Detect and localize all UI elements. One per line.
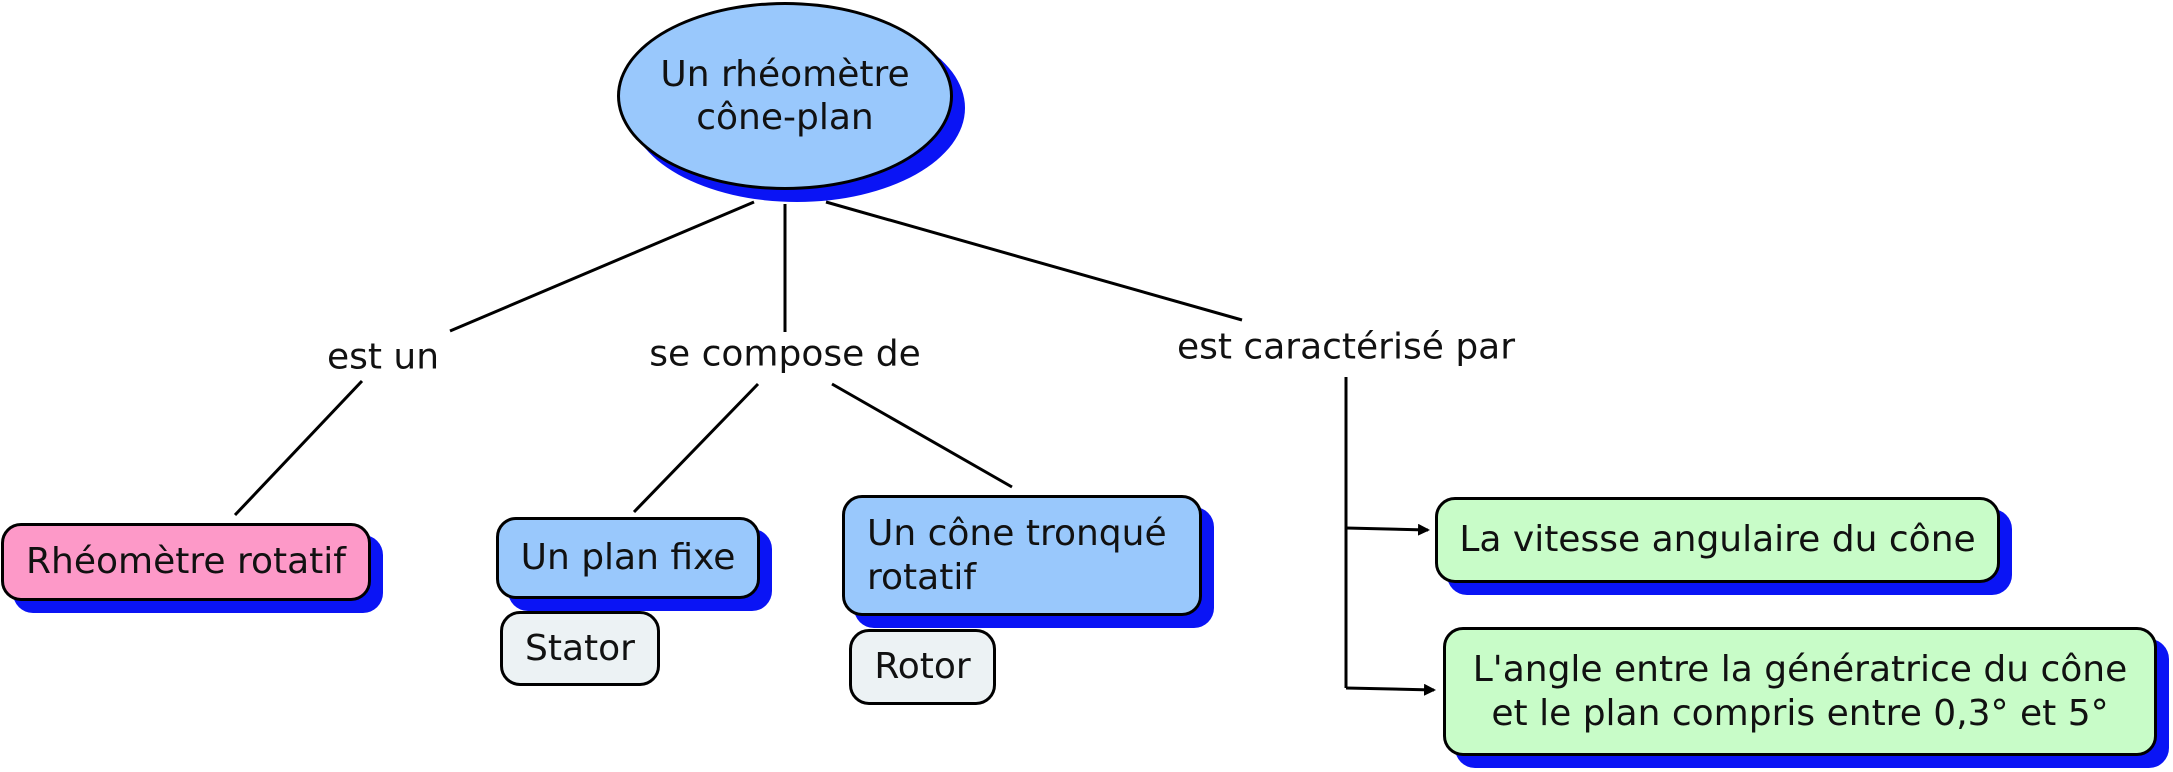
arrow-to-angle	[1345, 683, 1436, 696]
node-cone-tronque-label: Un cône tronqué rotatif	[867, 513, 1167, 598]
node-stator[interactable]: Stator	[500, 611, 660, 686]
arrow-to-vitesse	[1345, 523, 1430, 536]
node-vitesse-angulaire-label: La vitesse angulaire du cône	[1459, 519, 1976, 561]
link-label-est-un: est un	[322, 336, 444, 378]
node-vitesse-angulaire[interactable]: La vitesse angulaire du cône	[1435, 497, 2000, 583]
root-concept-node[interactable]: Un rhéomètre cône-plan	[617, 2, 953, 190]
line-root-to-est-caracterise-par	[825, 200, 1243, 322]
node-angle-label: L'angle entre la génératrice du cône et …	[1472, 649, 2128, 734]
node-cone-tronque[interactable]: Un cône tronqué rotatif	[842, 495, 1202, 616]
node-stator-label: Stator	[525, 627, 635, 669]
node-angle[interactable]: L'angle entre la génératrice du cône et …	[1443, 627, 2157, 756]
node-rotor[interactable]: Rotor	[849, 629, 996, 705]
line-est-un-to-rheometre	[233, 379, 364, 517]
node-plan-fixe-label: Un plan fixe	[520, 537, 736, 579]
node-rheometre-rotatif-label: Rhéomètre rotatif	[26, 541, 346, 583]
node-rotor-label: Rotor	[874, 646, 971, 688]
node-plan-fixe[interactable]: Un plan fixe	[496, 517, 760, 599]
line-se-compose-to-plan-fixe	[632, 382, 760, 514]
node-rheometre-rotatif[interactable]: Rhéomètre rotatif	[1, 523, 371, 601]
link-label-est-caracterise-par: est caractérisé par	[1172, 326, 1520, 368]
line-se-compose-to-cone	[831, 382, 1013, 489]
line-root-to-est-un	[449, 200, 755, 333]
root-concept-label: Un rhéomètre cône-plan	[660, 53, 910, 138]
link-label-se-compose-de: se compose de	[645, 333, 925, 375]
